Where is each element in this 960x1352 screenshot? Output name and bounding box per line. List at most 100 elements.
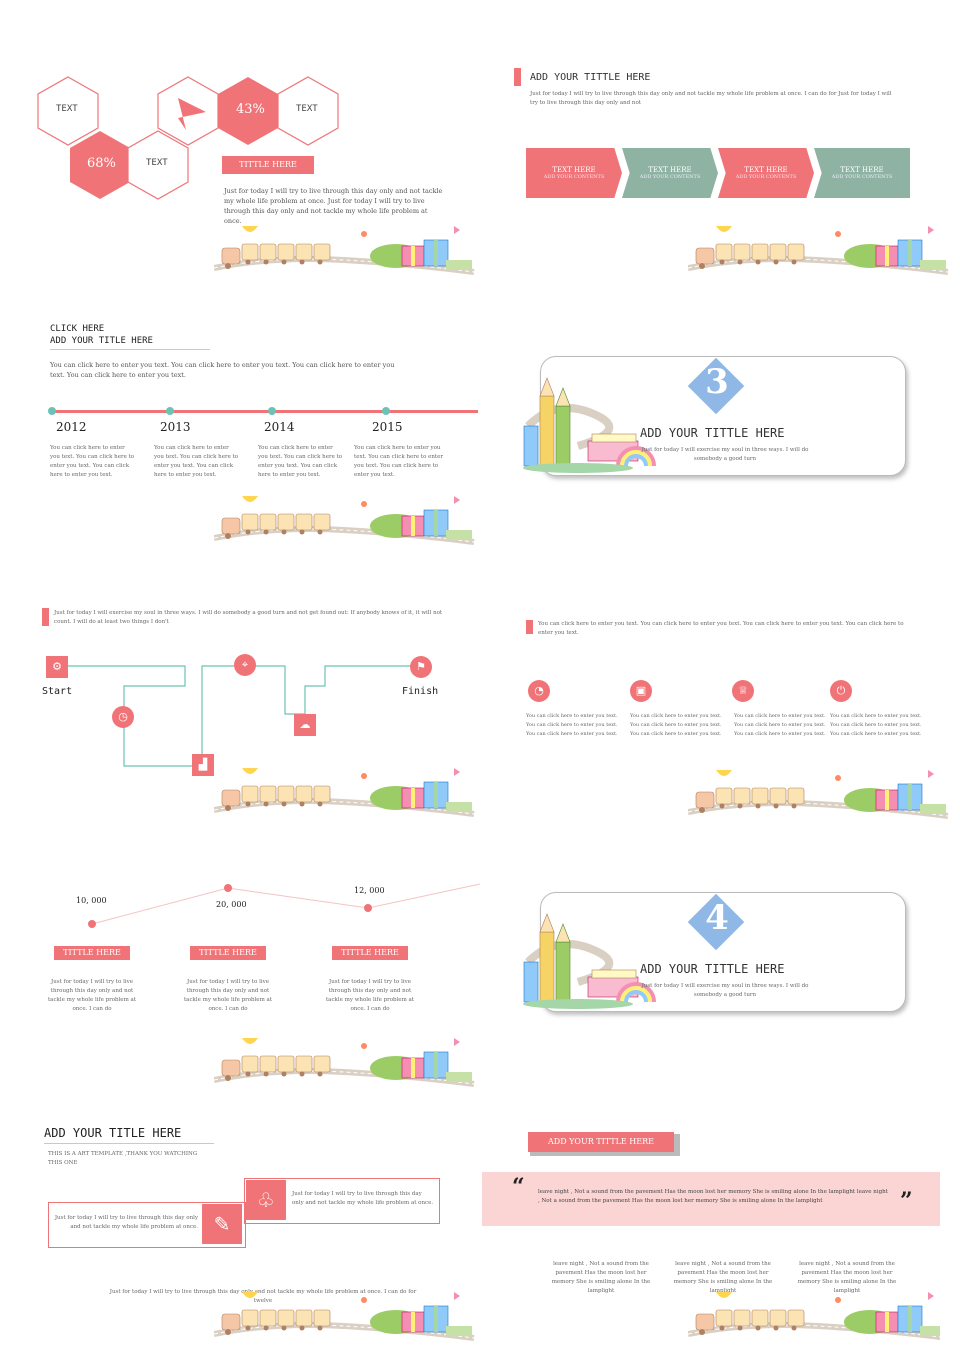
slide-section-4: 4 ADD YOUR TITTLE HERE Just for today I …: [500, 856, 960, 1106]
slide-section-3: 3 ADD YOUR TITTLE HERE Just for today I …: [500, 320, 960, 570]
dashboard-icon: ◔: [528, 680, 550, 702]
arrow-step-1: TEXT HERE ADD YOUR CONTENTS: [526, 148, 622, 198]
slide-icon-columns: You can click here to enter you text. Yo…: [500, 600, 960, 850]
year-label: 2012: [56, 420, 87, 434]
year-text: You can click here to enter you text. Yo…: [354, 445, 444, 478]
train-decoration: [688, 770, 952, 820]
value-label: 20, 000: [216, 900, 247, 909]
lamp-icon: ♧: [246, 1180, 286, 1220]
section-title: ADD YOUR TITTLE HERE: [640, 426, 785, 440]
bottom-text: Just for today I will try to live throug…: [109, 1289, 417, 1304]
train-decoration: [688, 1292, 940, 1342]
title-line-2: ADD YOUR TITLE HERE: [50, 336, 153, 346]
text-box-pencil: [48, 1202, 246, 1248]
value-label: 12, 000: [354, 886, 385, 895]
flow-path: [58, 665, 422, 767]
item-text: Just for today I will try to live throug…: [325, 979, 415, 1012]
quote-text: leave night , Not a sound from the pavem…: [538, 1189, 888, 1204]
title-accent-bar: [42, 608, 49, 626]
train-decoration: [214, 496, 478, 546]
column-text: You can click here to enter you text. Yo…: [526, 713, 618, 737]
briefcase-icon: ▣: [630, 680, 652, 702]
section-body: Just for today I will exercise my soul i…: [641, 983, 809, 998]
cloud-icon: ☁: [294, 714, 316, 736]
body-text: Just for today I will try to live throug…: [224, 187, 443, 225]
trophy-icon: ♕: [732, 680, 754, 702]
column-text: You can click here to enter you text. Yo…: [830, 713, 922, 737]
section-number: 4: [705, 898, 729, 938]
slide-timeline: CLICK HERE ADD YOUR TITLE HERE You can c…: [30, 310, 490, 560]
chart-icon: ▟: [192, 754, 214, 776]
train-decoration: [214, 768, 478, 818]
slide-title: ADD YOUR TITLE HERE: [44, 1126, 182, 1140]
title-underline: [50, 349, 210, 350]
item-title: TITTLE HERE: [54, 946, 130, 960]
slide-values: 10, 000 20, 000 12, 000 TITTLE HERE TITT…: [20, 870, 480, 1120]
slide-subtitle: THIS IS A ART TEMPLATE ,THANK YOU WATCHI…: [48, 1151, 198, 1166]
year-label: 2013: [160, 420, 191, 434]
hex-percent-1: 68%: [87, 156, 116, 171]
slide-arrows: ADD YOUR TITTLE HERE Just for today I wi…: [500, 40, 960, 290]
pencil-icon: ✎: [202, 1204, 242, 1244]
hex-text-1: TEXT: [56, 104, 78, 114]
hex-text-2: TEXT: [146, 158, 168, 168]
title-accent-bar: [514, 68, 521, 86]
year-label: 2014: [264, 420, 295, 434]
slide-title: ADD YOUR TITTLE HERE: [530, 72, 651, 83]
open-quote-icon: “: [512, 1174, 525, 1200]
value-line: [88, 883, 480, 928]
timeline-dot: [166, 407, 174, 415]
slide-quote: ADD YOUR TITTLE HERE “ ” leave night , N…: [480, 1110, 940, 1350]
timeline-dot: [382, 407, 390, 415]
flag-icon: ⚑: [410, 656, 432, 678]
timeline-dot: [268, 407, 276, 415]
gear-icon: ⚙: [46, 656, 68, 678]
year-text: You can click here to enter you text. Yo…: [50, 445, 135, 478]
column-text: leave night , Not a sound from the pavem…: [797, 1261, 897, 1294]
train-decoration: [214, 226, 478, 276]
title-pill: TITTLE HERE: [222, 156, 314, 174]
arrow-step-2: TEXT HERE ADD YOUR CONTENTS: [622, 148, 718, 198]
title-line-1: CLICK HERE: [50, 324, 105, 334]
column-text: You can click here to enter you text. Yo…: [734, 713, 826, 737]
body-text: You can click here to enter you text. Yo…: [538, 621, 904, 636]
section-body: Just for today I will exercise my soul i…: [641, 447, 809, 462]
train-decoration: [214, 1292, 478, 1342]
start-label: Start: [42, 686, 73, 697]
hex-text-3: TEXT: [296, 104, 318, 114]
value-label: 10, 000: [76, 896, 107, 905]
hex-percent-2: 43%: [236, 102, 265, 117]
year-text: You can click here to enter you text. Yo…: [258, 445, 343, 478]
body-text: Just for today I will try to live throug…: [530, 91, 892, 106]
column-text: leave night , Not a sound from the pavem…: [551, 1261, 651, 1294]
arrow-row: TEXT HERE ADD YOUR CONTENTS TEXT HERE AD…: [526, 148, 910, 198]
section-title: ADD YOUR TITTLE HERE: [640, 962, 785, 976]
quote-band: [482, 1172, 940, 1226]
column-text: leave night , Not a sound from the pavem…: [673, 1261, 773, 1294]
location-icon: ⌖: [234, 654, 256, 676]
text-box-lamp: [244, 1178, 440, 1224]
year-label: 2015: [372, 420, 403, 434]
body-text: You can click here to enter you text. Yo…: [50, 361, 395, 379]
slide-boxes: ADD YOUR TITLE HERE THIS IS A ART TEMPLA…: [30, 1110, 490, 1350]
section-number: 3: [705, 362, 729, 402]
arrow-step-3: TEXT HERE ADD YOUR CONTENTS: [718, 148, 814, 198]
finish-label: Finish: [402, 686, 439, 697]
slide-hexagons: TEXT 68% TEXT 43% TEXT TITTLE HERE Just …: [20, 40, 480, 290]
title-underline: [44, 1143, 214, 1144]
year-text: You can click here to enter you text. Yo…: [154, 445, 239, 478]
body-text: Just for today I will exercise my soul i…: [54, 610, 443, 625]
arrow-step-4: TEXT HERE ADD YOUR CONTENTS: [814, 148, 910, 198]
timeline-dot: [48, 407, 56, 415]
item-title: TITTLE HERE: [332, 946, 408, 960]
item-title: TITTLE HERE: [190, 946, 266, 960]
title-pill: ADD YOUR TITTLE HERE: [528, 1132, 674, 1152]
title-accent-bar: [526, 620, 533, 634]
clock-icon: ◷: [112, 706, 134, 728]
item-text: Just for today I will try to live throug…: [183, 979, 273, 1012]
train-decoration: [688, 226, 952, 276]
box-text: Just for today I will try to live throug…: [292, 1191, 434, 1206]
train-decoration: [214, 1038, 478, 1088]
item-text: Just for today I will try to live throug…: [47, 979, 137, 1012]
power-icon: ⏻: [830, 680, 852, 702]
